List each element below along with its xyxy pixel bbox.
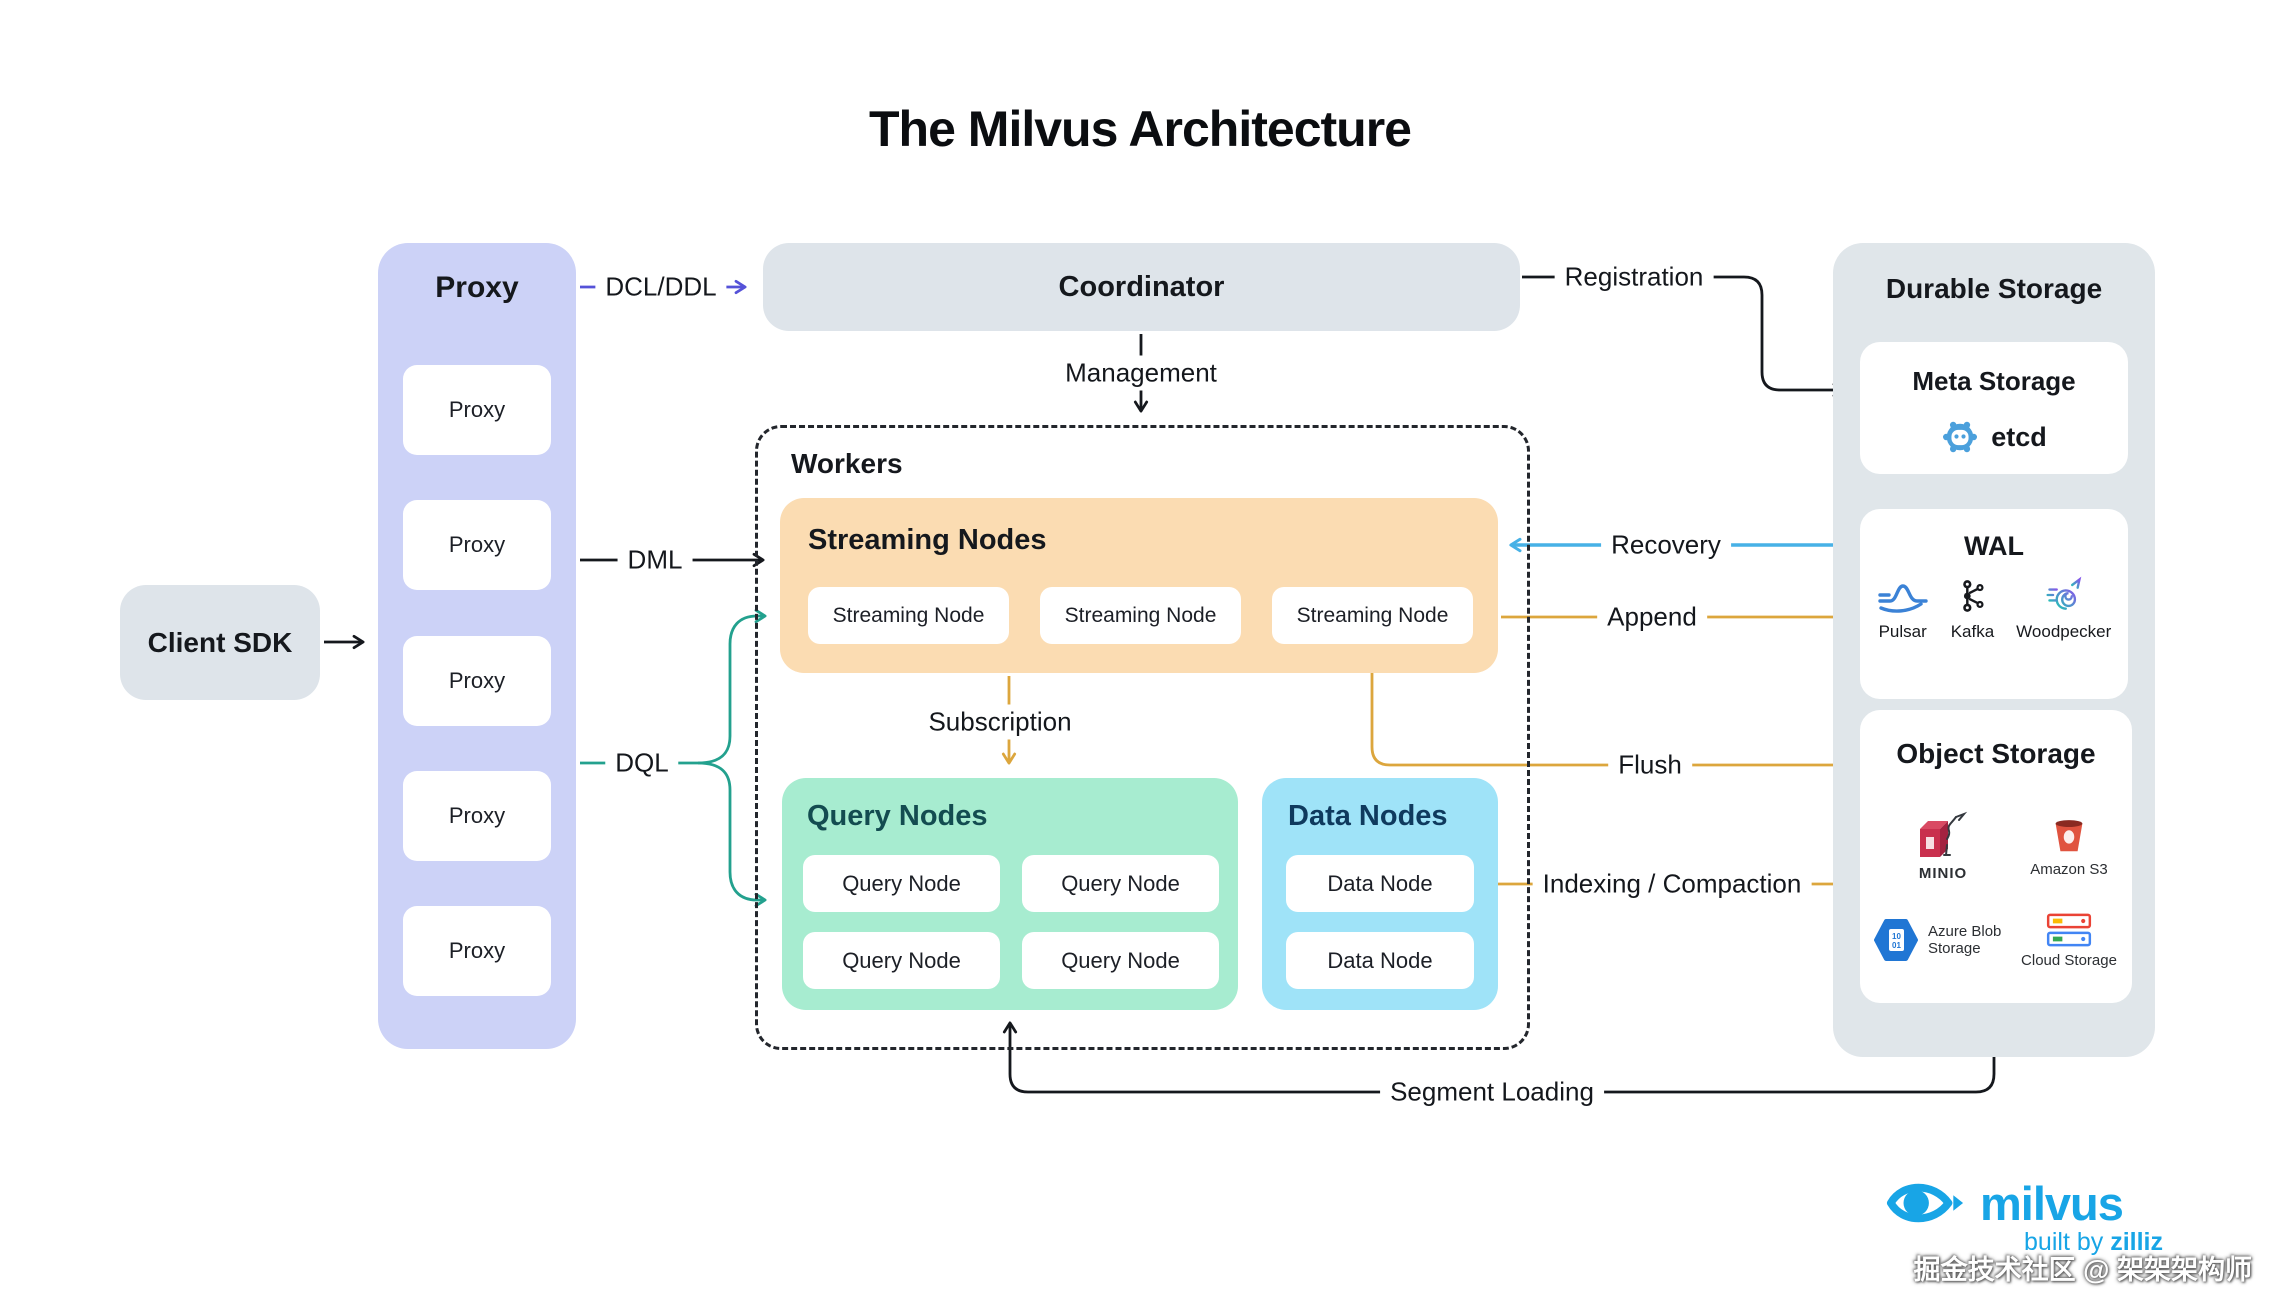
meta-storage-title: Meta Storage	[1912, 366, 2076, 396]
watermark-text: 掘金技术社区 @ 架架架构师	[1913, 1255, 2252, 1285]
data-nodes-title: Data Nodes	[1288, 800, 1448, 832]
woodpecker-icon	[2046, 576, 2082, 610]
milvus-brand: milvus	[1884, 1172, 2124, 1234]
wal-box: WAL Pulsar	[1860, 509, 2128, 699]
azure-blob-icon: 10 01	[1874, 919, 1918, 962]
client-sdk-box: Client SDK	[120, 585, 320, 700]
minio-icon	[1920, 811, 1968, 858]
query-node: Query Node	[1022, 855, 1219, 912]
streaming-node: Streaming Node	[1272, 587, 1473, 644]
amazon-s3-icon	[2055, 820, 2083, 852]
streaming-nodes-panel: Streaming Nodes Streaming Node Streaming…	[780, 498, 1498, 673]
edge-label-dcl-ddl: DCL/DDL	[595, 269, 727, 305]
wal-title: WAL	[1964, 531, 2024, 561]
wal-tech-kafka: Kafka	[1951, 575, 1994, 642]
pulsar-icon	[1877, 584, 1928, 613]
proxy-node: Proxy	[403, 365, 551, 455]
edge-label-subscription: Subscription	[918, 704, 1082, 740]
cloud-storage-icon	[2046, 913, 2092, 947]
edge-dql-streaming	[580, 608, 767, 765]
data-nodes-panel: Data Nodes Data Node Data Node	[1262, 778, 1498, 1010]
edge-label-dml: DML	[617, 542, 693, 578]
zilliz-wordmark: zilliz	[2110, 1228, 2163, 1256]
page-title: The Milvus Architecture	[869, 101, 1412, 157]
kafka-icon	[1963, 580, 1984, 612]
query-node: Query Node	[1022, 932, 1219, 989]
edge-label-append: Append	[1597, 599, 1707, 635]
proxy-node: Proxy	[403, 906, 551, 996]
proxy-node: Proxy	[403, 500, 551, 590]
edge-label-segment-loading: Segment Loading	[1380, 1074, 1604, 1110]
object-tech-cloud-storage: Cloud Storage	[2021, 912, 2117, 969]
meta-storage-box: Meta Storage etcd	[1860, 342, 2128, 474]
svg-text:10: 10	[1892, 932, 1901, 941]
edge-label-dql: DQL	[605, 745, 679, 781]
wal-tech-woodpecker: Woodpecker	[2016, 575, 2111, 642]
etcd-icon	[1943, 421, 1978, 453]
milvus-logo-icon	[1886, 1183, 1964, 1223]
query-nodes-panel: Query Nodes Query Node Query Node Query …	[782, 778, 1238, 1010]
proxy-panel-title: Proxy	[435, 271, 519, 304]
streaming-node: Streaming Node	[808, 587, 1009, 644]
coordinator-label: Coordinator	[1058, 270, 1225, 303]
query-node: Query Node	[803, 855, 1000, 912]
durable-storage-panel: Durable Storage Meta Storage etcd WAL	[1833, 243, 2155, 1057]
object-tech-minio: MINIO	[1910, 811, 1976, 882]
data-node: Data Node	[1286, 932, 1474, 989]
proxy-node: Proxy	[403, 771, 551, 861]
object-tech-azure: 10 01 Azure Blob Storage	[1872, 918, 2014, 962]
workers-title: Workers	[791, 448, 903, 479]
edge-label-recovery: Recovery	[1601, 527, 1731, 563]
object-tech-s3: Amazon S3	[2030, 815, 2108, 878]
streaming-nodes-title: Streaming Nodes	[808, 524, 1047, 556]
built-by-line: built by zilliz	[2024, 1228, 2163, 1256]
milvus-wordmark: milvus	[1980, 1176, 2124, 1230]
query-node: Query Node	[803, 932, 1000, 989]
client-sdk-label: Client SDK	[147, 626, 293, 658]
etcd-label: etcd	[1991, 421, 2047, 452]
data-node: Data Node	[1286, 855, 1474, 912]
edge-label-indexing-compaction: Indexing / Compaction	[1532, 866, 1812, 902]
durable-storage-title: Durable Storage	[1885, 273, 2103, 304]
wal-tech-pulsar: Pulsar	[1877, 575, 1929, 642]
edge-label-flush: Flush	[1608, 747, 1692, 783]
edge-label-management: Management	[1055, 355, 1227, 391]
proxy-panel: Proxy Proxy Proxy Proxy Proxy Proxy	[378, 243, 576, 1049]
query-nodes-title: Query Nodes	[807, 800, 988, 832]
object-storage-title: Object Storage	[1896, 738, 2096, 769]
workers-group: Workers	[755, 425, 1530, 1050]
object-storage-box: Object Storage MINIO	[1860, 710, 2132, 1003]
edge-label-registration: Registration	[1554, 259, 1714, 295]
streaming-node: Streaming Node	[1040, 587, 1241, 644]
svg-text:01: 01	[1892, 941, 1901, 950]
coordinator-box: Coordinator	[763, 243, 1520, 331]
proxy-node: Proxy	[403, 636, 551, 726]
